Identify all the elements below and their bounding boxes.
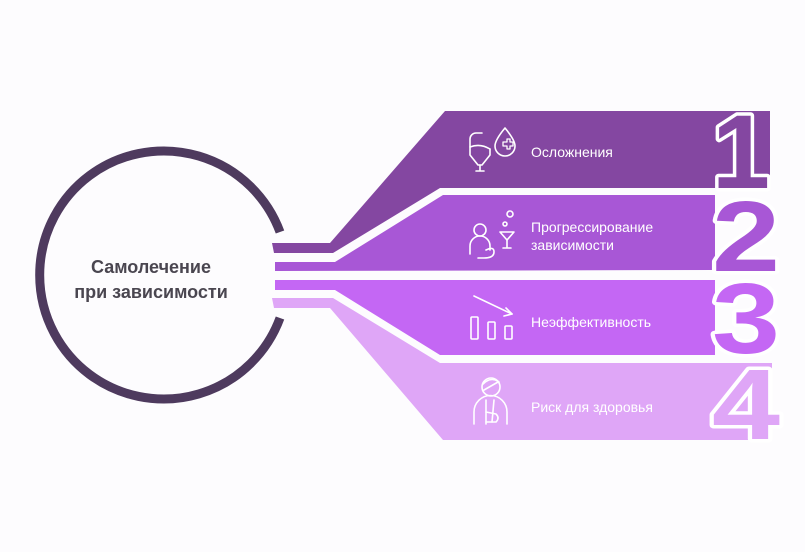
number-1: 1 (712, 94, 770, 211)
band-1 (272, 111, 770, 253)
center-title-line-2: при зависимости (74, 282, 228, 302)
iv-drip-blood-drop-icon (469, 127, 516, 172)
item-2-label-line-2: зависимости (531, 237, 614, 253)
band-3 (275, 280, 715, 355)
item-1-label: Осложнения (531, 143, 613, 161)
item-4-label-text: Риск для здоровья (531, 399, 653, 415)
center-title: Самолечение при зависимости (31, 255, 271, 305)
item-2-label-line-1: Прогрессирование (531, 219, 654, 235)
band-2 (275, 195, 715, 271)
number-2: 2 (712, 181, 780, 293)
injured-person-icon (473, 377, 508, 425)
center-title-line-1: Самолечение (90, 257, 212, 277)
center-ring (35, 146, 285, 404)
item-2-label: Прогрессирование зависимости (531, 218, 653, 254)
number-4: 4 (712, 349, 780, 461)
item-3-label: Неэффективность (531, 313, 651, 331)
item-1-label-text: Осложнения (531, 144, 613, 160)
item-4-label: Риск для здоровья (531, 398, 653, 416)
declining-bar-chart-icon (470, 295, 513, 340)
band-4 (272, 298, 772, 440)
person-cocktail-icon (469, 210, 515, 259)
item-3-label-text: Неэффективность (531, 314, 652, 330)
number-3: 3 (712, 263, 780, 375)
